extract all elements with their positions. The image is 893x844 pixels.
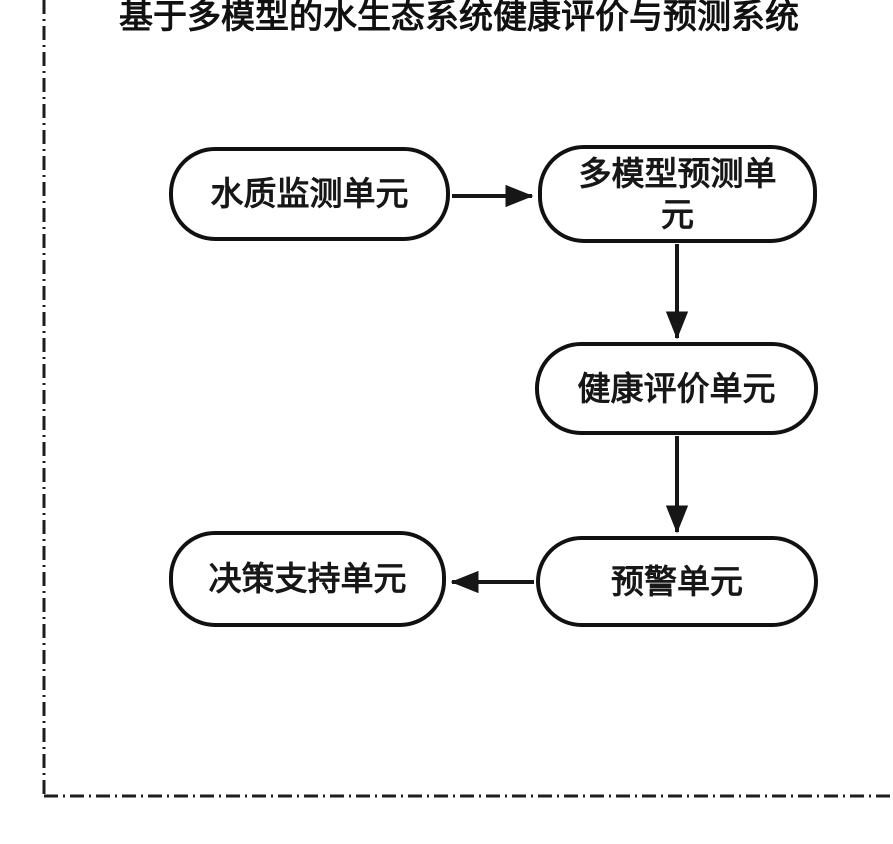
flow-node-label: 健康评价单元 [577, 369, 776, 407]
flow-node-label: 多模型预测单元 [578, 154, 777, 233]
flow-node-early-warning: 预警单元 [536, 536, 818, 627]
flow-node-label: 预警单元 [611, 562, 743, 600]
flow-node-multi-model-prediction: 多模型预测单元 [538, 145, 817, 243]
flow-node-decision-support: 决策支持单元 [169, 531, 446, 627]
flow-node-health-evaluation: 健康评价单元 [535, 342, 818, 435]
flow-node-label: 水质监测单元 [210, 175, 409, 213]
flow-node-label: 决策支持单元 [208, 560, 407, 598]
flow-node-water-quality-monitoring: 水质监测单元 [169, 147, 450, 241]
figure-title: 基于多模型的水生态系统健康评价与预测系统 [119, 0, 799, 36]
